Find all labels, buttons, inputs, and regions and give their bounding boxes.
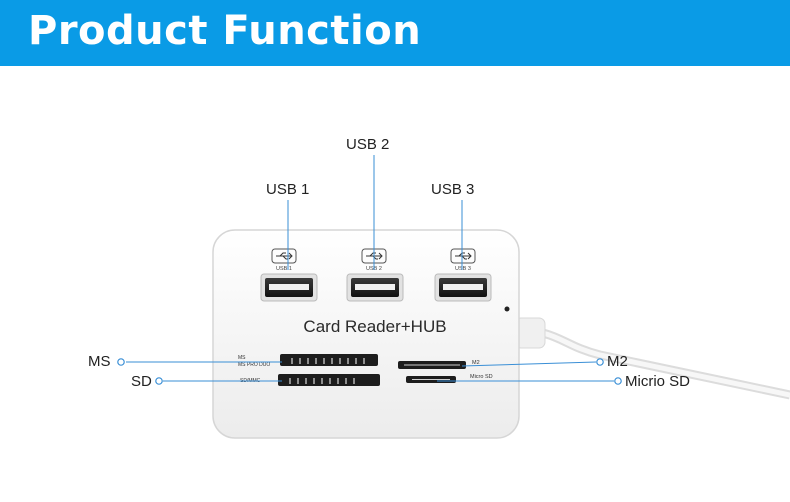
usb-3-caption: USB 3	[455, 266, 471, 272]
sd-callout-dot	[155, 377, 163, 385]
usb-1-caption: USB 1	[276, 266, 292, 272]
slot-label-m2: M2	[472, 360, 480, 366]
micro-sd-label: Micrio SD	[625, 373, 691, 390]
device-name: Card Reader+HUB	[303, 317, 446, 336]
slot-label-ms: MS	[238, 355, 246, 361]
usb-icon	[450, 248, 476, 264]
m2-label: M2	[607, 353, 628, 370]
usb-port-2[interactable]	[346, 273, 404, 302]
ms-callout-dot	[117, 358, 125, 366]
usb-3-label: USB 3	[431, 181, 475, 198]
ms-card-slot[interactable]	[280, 354, 378, 366]
usb-port-1[interactable]	[260, 273, 318, 302]
sd-card-slot[interactable]	[278, 374, 380, 386]
title-banner: Product Function	[0, 0, 790, 66]
micro-sd-callout-dot	[614, 377, 622, 385]
micro-sd-card-slot[interactable]	[406, 376, 456, 383]
m2-card-slot[interactable]	[398, 361, 466, 369]
leader-lines	[126, 155, 614, 382]
sd-label: SD	[131, 373, 152, 390]
usb-2-label: USB 2	[346, 136, 390, 153]
slot-label-ms-pro-duo: MS PRO DUO	[238, 362, 270, 368]
power-led	[504, 306, 510, 312]
usb-icon	[271, 248, 297, 264]
m2-callout-dot	[596, 358, 604, 366]
usb-1-label: USB 1	[266, 181, 310, 198]
usb-port-3[interactable]	[434, 273, 492, 302]
slot-label-micro-sd: Micro SD	[470, 374, 493, 380]
ms-label: MS	[88, 353, 111, 370]
banner-title: Product Function	[28, 8, 422, 54]
